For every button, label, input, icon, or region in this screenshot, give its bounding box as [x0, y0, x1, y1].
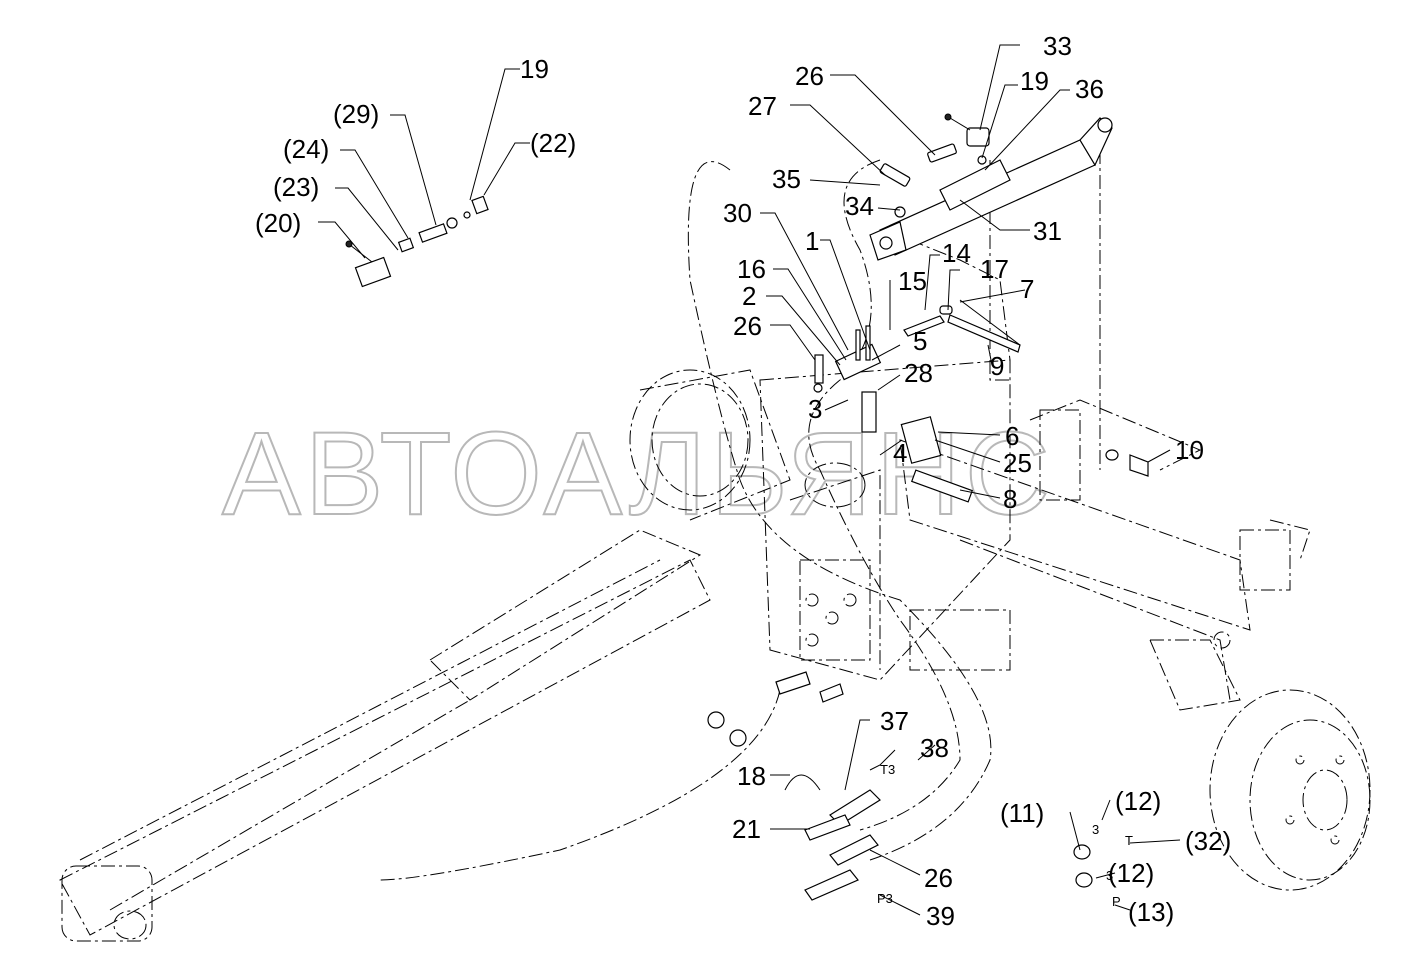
- callout-19: 19: [1020, 66, 1049, 96]
- callout-16: 16: [737, 254, 766, 284]
- callout-31: 31: [1033, 216, 1062, 246]
- axle-frame: [59, 150, 1371, 942]
- callout-27: 27: [748, 91, 777, 121]
- callout-36: 36: [1075, 74, 1104, 104]
- callout-p12: (12): [1115, 786, 1161, 816]
- port-mark-p3: Р3: [877, 891, 893, 906]
- callout-18: 18: [737, 761, 766, 791]
- callout-1: 1: [805, 226, 819, 256]
- callout-35: 35: [772, 164, 801, 194]
- callout-38: 38: [920, 733, 949, 763]
- port-mark-t: Т: [1125, 833, 1133, 848]
- callout-10: 10: [1175, 435, 1204, 465]
- callout-15: 15: [898, 266, 927, 296]
- callout-17: 17: [980, 254, 1009, 284]
- callout-p32: (32): [1185, 826, 1231, 856]
- callout-25: 25: [1003, 448, 1032, 478]
- callout-28: 28: [904, 358, 933, 388]
- callout-4: 4: [893, 438, 907, 468]
- port-marks: Т3 Р3 3 Т 3 Р: [877, 762, 1133, 909]
- callout-2: 2: [742, 281, 756, 311]
- callout-39: 39: [926, 901, 955, 931]
- callouts: 33 19 36 26 27 35 34 31 30 1 16 2 26 15 …: [255, 31, 1231, 931]
- callout-6: 6: [1005, 421, 1019, 451]
- callout-p13: (13): [1128, 897, 1174, 927]
- port-mark-3: 3: [1092, 822, 1099, 837]
- quick-couplings: [707, 671, 1093, 901]
- callout-7: 7: [1020, 274, 1034, 304]
- callout-p20: (20): [255, 208, 301, 238]
- callout-p22: (22): [530, 128, 576, 158]
- callout-26: 26: [733, 311, 762, 341]
- callout-p11: (11): [1000, 798, 1044, 828]
- hydraulic-cylinder: [869, 117, 1113, 261]
- callout-p12: (12): [1108, 858, 1154, 888]
- callout-9: 9: [990, 351, 1004, 381]
- port-mark-p: Р: [1112, 894, 1121, 909]
- callout-14: 14: [942, 238, 971, 268]
- callout-3: 3: [808, 394, 822, 424]
- callout-p23: (23): [273, 172, 319, 202]
- callout-26: 26: [795, 61, 824, 91]
- leader-lines: [318, 44, 1181, 916]
- port-mark-3: 3: [1106, 868, 1113, 883]
- callout-8: 8: [1003, 484, 1017, 514]
- callout-30: 30: [723, 198, 752, 228]
- callout-34: 34: [845, 191, 874, 221]
- callout-33: 33: [1043, 31, 1072, 61]
- callout-37: 37: [880, 706, 909, 736]
- callout-p24: (24): [283, 134, 329, 164]
- callout-5: 5: [913, 326, 927, 356]
- callout-19: 19: [520, 54, 549, 84]
- callout-p29: (29): [333, 99, 379, 129]
- callout-26: 26: [924, 863, 953, 893]
- callout-21: 21: [732, 814, 761, 844]
- detail-valve-top-left: [345, 195, 489, 288]
- bracket-parts: [813, 305, 1149, 503]
- port-mark-t3: Т3: [880, 762, 895, 777]
